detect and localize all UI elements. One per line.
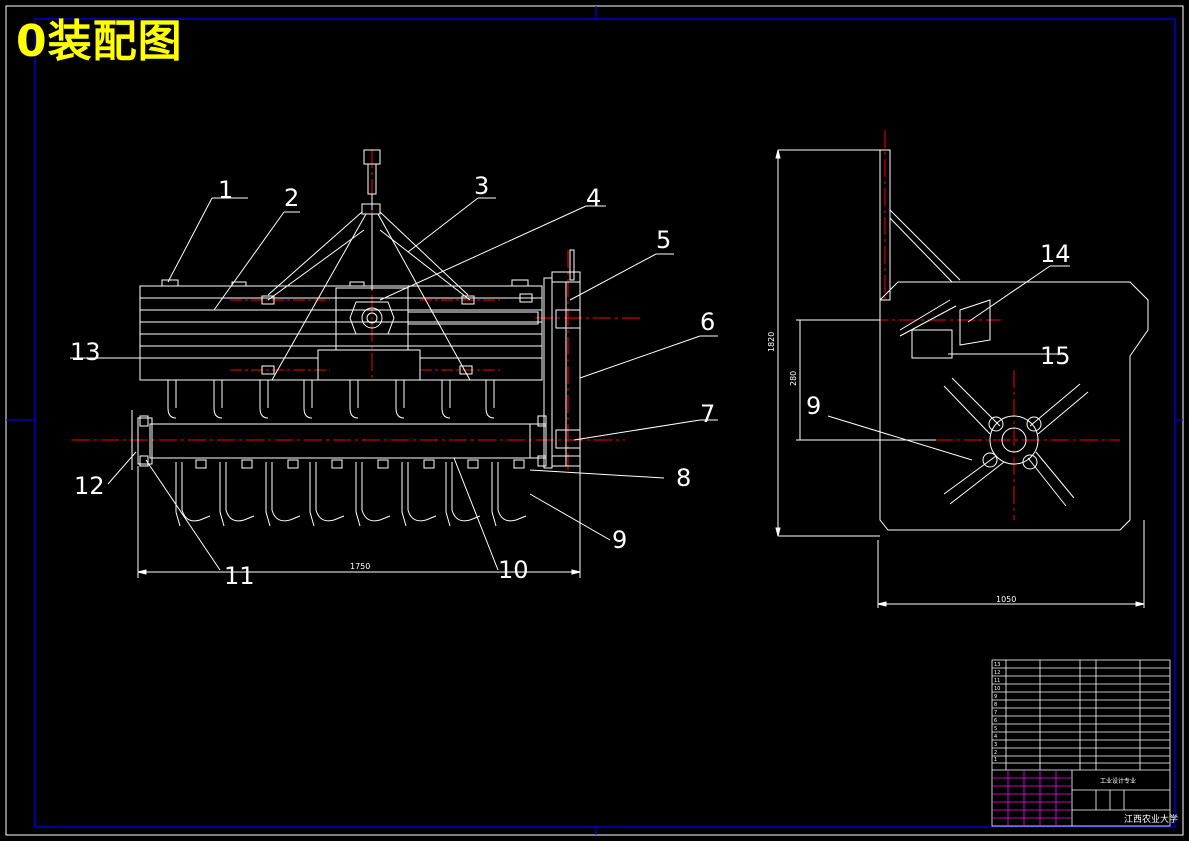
drawing-frame bbox=[5, 5, 1184, 836]
front-view-labels: 1 2 3 4 5 6 7 8 9 10 11 12 13 bbox=[70, 172, 715, 590]
dimension-1750: 1750 bbox=[350, 562, 370, 571]
dimension-1050: 1050 bbox=[996, 595, 1016, 604]
part-label-15: 15 bbox=[1040, 342, 1071, 370]
part-label-14: 14 bbox=[1040, 240, 1071, 268]
part-label-6: 6 bbox=[700, 308, 715, 336]
part-label-2: 2 bbox=[284, 184, 299, 212]
bom-row-7: 7 bbox=[994, 710, 997, 716]
part-label-1: 1 bbox=[218, 176, 233, 204]
bom-row-1: 1 bbox=[994, 757, 997, 763]
bom-row-2: 2 bbox=[994, 750, 997, 756]
leader-lines bbox=[70, 197, 718, 571]
part-label-9: 9 bbox=[612, 526, 627, 554]
bom-row-4: 4 bbox=[994, 734, 997, 740]
part-label-3: 3 bbox=[474, 172, 489, 200]
upper-blades bbox=[167, 380, 495, 419]
bom-row-8: 8 bbox=[994, 702, 997, 708]
part-label-9-side: 9 bbox=[806, 392, 821, 420]
part-label-4: 4 bbox=[586, 184, 601, 212]
bom-row-10: 10 bbox=[994, 686, 1000, 692]
page-title: 0装配图 bbox=[16, 16, 183, 67]
part-label-7: 7 bbox=[700, 400, 715, 428]
bom-row-11: 11 bbox=[994, 678, 1000, 684]
side-view-labels: 14 15 9 bbox=[806, 240, 1071, 420]
part-label-8: 8 bbox=[676, 464, 691, 492]
part-label-13: 13 bbox=[70, 338, 101, 366]
bom-row-13: 13 bbox=[994, 662, 1000, 668]
dimension-1820: 1820 bbox=[767, 332, 776, 352]
side-view bbox=[775, 130, 1149, 608]
part-label-11: 11 bbox=[224, 562, 255, 590]
bom-row-12: 12 bbox=[994, 670, 1000, 676]
front-view bbox=[70, 149, 718, 578]
bom-row-numbers: 13 12 11 10 9 8 7 6 5 4 3 2 1 bbox=[994, 662, 1000, 763]
bom-row-5: 5 bbox=[994, 726, 997, 732]
dimension-280: 280 bbox=[789, 371, 798, 386]
school-name: 江西农业大学 bbox=[1124, 813, 1178, 825]
bom-row-6: 6 bbox=[994, 718, 997, 724]
part-label-5: 5 bbox=[656, 226, 671, 254]
design-title: 工业设计专业 bbox=[1100, 777, 1136, 785]
lower-blades bbox=[175, 459, 527, 527]
bom-row-9: 9 bbox=[994, 694, 997, 700]
title-block bbox=[991, 659, 1171, 827]
bom-grid bbox=[992, 667, 1170, 764]
part-label-12: 12 bbox=[74, 472, 105, 500]
bom-row-3: 3 bbox=[994, 742, 997, 748]
part-label-10: 10 bbox=[498, 556, 529, 584]
lower-grid bbox=[992, 770, 1072, 826]
